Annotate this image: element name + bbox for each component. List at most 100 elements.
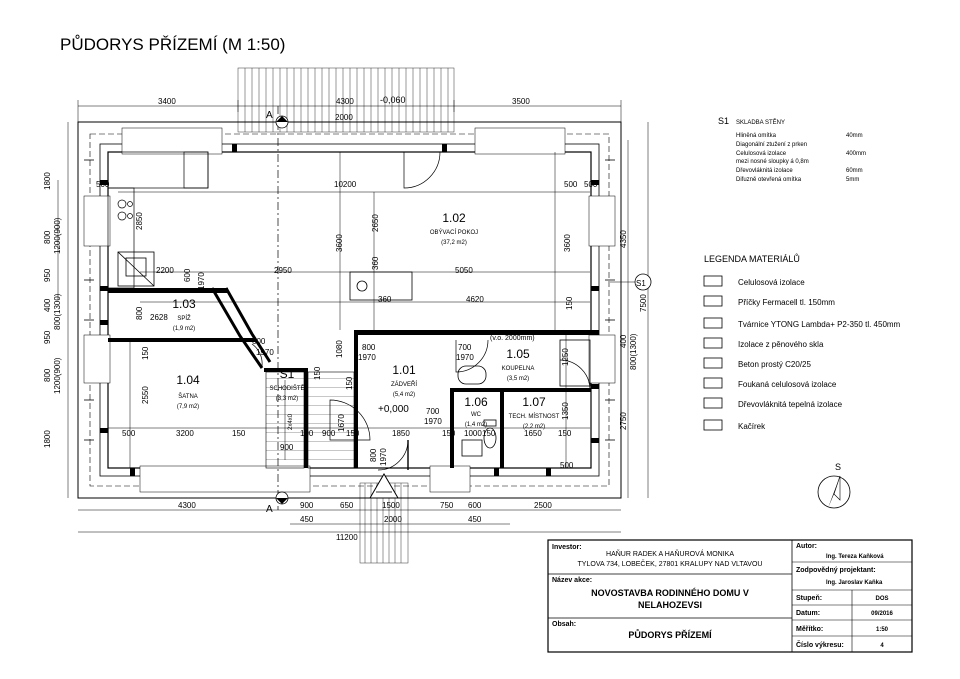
dim-left-10: 1800 xyxy=(43,430,52,448)
dim-left-6: 800(1300) xyxy=(53,293,62,330)
room-1-07: 1.07 TECH. MÍSTNOST (2,2 m2) xyxy=(509,395,560,430)
room-name: ŠATNA xyxy=(178,393,198,400)
dim-int-11: 2950 xyxy=(274,266,292,275)
dim-bottom-6: 600 xyxy=(468,501,482,510)
dim-int-5: 3600 xyxy=(335,234,344,252)
drawing-title: PŮDORYS PŘÍZEMÍ (M 1:50) xyxy=(60,35,285,54)
dim-left-1: 1800 xyxy=(43,172,52,190)
layer-name: Diagonální ztužení z prken xyxy=(736,142,807,148)
tb-number: 4 xyxy=(880,643,884,649)
dim-int-21: 1970 xyxy=(358,353,376,362)
room-1-02: 1.02 OBÝVACÍ POKOJ (37,2 m2) xyxy=(430,211,478,246)
entry-arrow xyxy=(369,473,399,499)
dim-int-9: 600 xyxy=(183,268,192,282)
dim-int-46: 2850 xyxy=(135,212,144,230)
north-label: S xyxy=(835,462,841,472)
room-name: TECH. MÍSTNOST xyxy=(509,413,560,420)
dim-bottom-3: 650 xyxy=(340,501,354,510)
dim-int-50: 2x4x0 xyxy=(288,413,294,430)
dim-int-43: 150 xyxy=(558,429,572,438)
title-block-text: Investor: HAŇUR RADEK A HAŇUROVÁ MONIKA … xyxy=(552,543,894,649)
dim-left-9: 1200(900) xyxy=(53,357,62,394)
staircase xyxy=(265,371,355,469)
room-area: (37,2 m2) xyxy=(441,240,467,246)
dim-right-4: 800(1300) xyxy=(629,333,638,370)
legend-swatch xyxy=(703,419,723,431)
tb-stage-label: Stupeň: xyxy=(796,595,822,602)
top-dimensions: 3400 4300 3500 2000 -0,060 xyxy=(158,95,530,122)
dim-int-48: 150 xyxy=(345,376,354,390)
dim-int-36: 900 xyxy=(322,429,336,438)
dim-left-4: 950 xyxy=(43,268,52,282)
section-label-bottom: A xyxy=(266,504,273,515)
dim-int-12: 5050 xyxy=(455,266,473,275)
dim-int-2: 10200 xyxy=(334,180,357,189)
right-dimensions: 4350 7500 400 800(1300) 2750 xyxy=(619,230,648,430)
tb-date-label: Datum: xyxy=(796,610,820,617)
axis-marker-s1: S1 xyxy=(610,273,652,291)
dim-int-45: 1970 xyxy=(379,448,388,466)
dim-int-15: 150 xyxy=(565,296,574,310)
dim-sub-2: 2000 xyxy=(384,515,402,524)
dim-left-5: 400 xyxy=(43,298,52,312)
dim-int-47: 150 xyxy=(313,366,322,380)
room-area: (1,9 m2) xyxy=(173,326,195,332)
room-name: WC xyxy=(471,412,482,418)
tb-author: Ing. Tereza Kaňková xyxy=(826,554,884,560)
north-arrow-icon: S xyxy=(817,462,851,509)
title-block xyxy=(547,539,913,653)
dim-bottom-4: 1500 xyxy=(382,501,400,510)
legend-swatch xyxy=(703,337,723,349)
room-name: KOUPELNA xyxy=(502,366,535,372)
layer-name: Hliněná omítka xyxy=(736,133,777,139)
room-number: 1.04 xyxy=(176,373,200,387)
room-1-01: 1.01 ZÁDVEŘÍ (5,4 m2) xyxy=(391,363,417,398)
tb-project-1: NOVOSTAVBA RODINNÉHO DOMU V xyxy=(591,588,749,598)
legend-label: Příčky Fermacell tl. 150mm xyxy=(738,298,835,307)
dim-int-3: 500 xyxy=(584,180,598,189)
room-number: 1.01 xyxy=(392,363,416,377)
dim-int-7: 360 xyxy=(371,256,380,270)
legend-swatch xyxy=(703,397,723,409)
room-area: (3,5 m2) xyxy=(507,376,529,382)
room-name: SCHODIŠTĚ xyxy=(269,384,304,392)
dim-sub-3: 450 xyxy=(468,515,482,524)
room-number: 1.03 xyxy=(172,297,196,311)
tb-author-label: Autor: xyxy=(796,543,817,550)
room-s1: S1 SCHODIŠTĚ (3,3 m2) xyxy=(269,367,304,402)
left-dimensions: 1800 800 1200(900) 950 400 800(1300) 950… xyxy=(43,172,62,448)
dim-int-6: 3600 xyxy=(563,234,572,252)
dim-int-30: 150 xyxy=(232,429,246,438)
top-terrace xyxy=(237,67,455,133)
tb-investor-label: Investor: xyxy=(552,544,582,551)
dim-int-31: 700 xyxy=(426,407,440,416)
dim-right-5: 2750 xyxy=(619,412,628,430)
dim-int-52: 500 xyxy=(560,461,574,470)
layer-name: Dřevovláknitá izolace xyxy=(736,168,793,174)
legend-swatch xyxy=(703,377,723,389)
layer-name: Celulosová izolace xyxy=(736,151,787,157)
section-marker-bottom: A xyxy=(266,491,289,515)
legend-swatch xyxy=(703,317,723,329)
room-number: 1.06 xyxy=(464,395,488,409)
room-name: ZÁDVEŘÍ xyxy=(391,380,417,388)
dim-int-24: 1080 xyxy=(335,340,344,358)
tb-investor-1: HAŇUR RADEK A HAŇUROVÁ MONIKA xyxy=(606,549,734,558)
dim-left-2: 800 xyxy=(43,230,52,244)
dim-int-33: 1350 xyxy=(561,402,570,420)
dim-int-1: 500 xyxy=(96,180,110,189)
dim-top-3: 3500 xyxy=(512,97,530,106)
tb-investor-2: TYLOVA 734, LOBEČEK, 27801 KRALUPY NAD V… xyxy=(578,559,763,568)
dim-int-39: 150 xyxy=(442,429,456,438)
dim-right-2: 7500 xyxy=(639,294,648,312)
legend-label: Beton prostý C20/25 xyxy=(738,360,811,369)
legend-swatch xyxy=(703,295,723,307)
legend-label: Kačírek xyxy=(738,422,766,431)
dim-int-42: 1650 xyxy=(524,429,542,438)
dim-bottom-7: 2500 xyxy=(534,501,552,510)
room-number: 1.05 xyxy=(506,347,530,361)
section-marker-top: A xyxy=(266,110,289,129)
dim-int-51: 500 xyxy=(564,180,578,189)
tb-project-label: Název akce: xyxy=(552,577,592,584)
